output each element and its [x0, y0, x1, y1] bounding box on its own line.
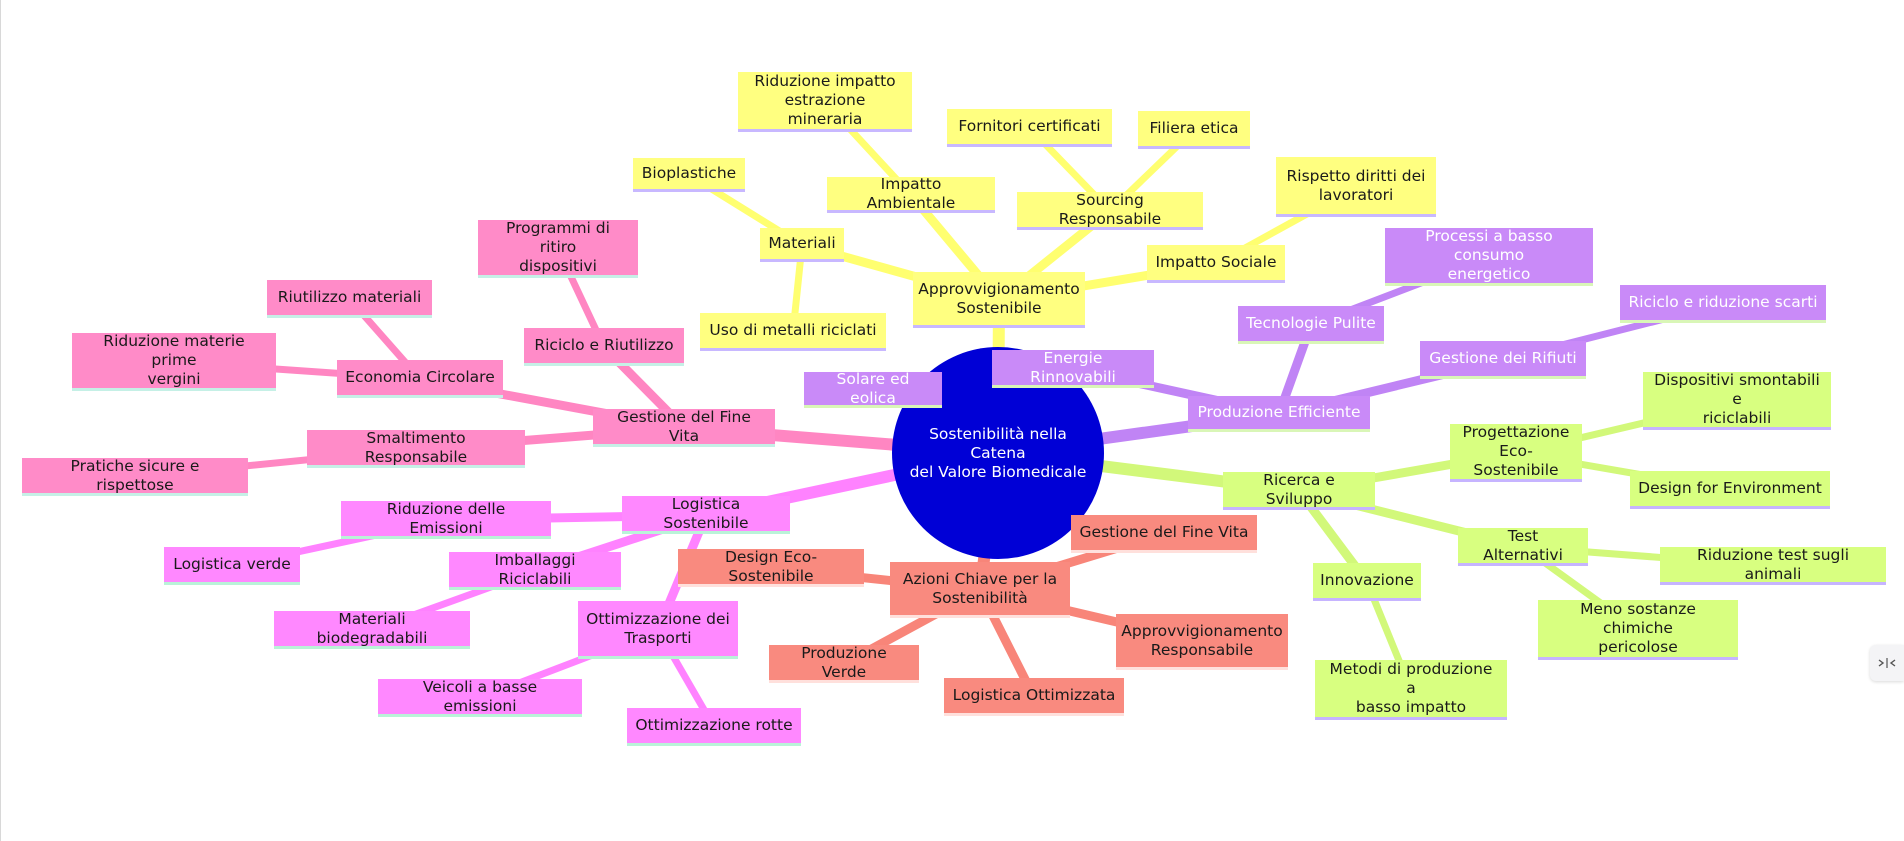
node-test-animali[interactable]: Riduzione test sugli animali	[1660, 546, 1886, 585]
node-riutilizzo-mat[interactable]: Riutilizzo materiali	[267, 280, 432, 318]
node-diritti[interactable]: Rispetto diritti dei lavoratori	[1276, 157, 1436, 217]
node-az-approvvigionamento[interactable]: Approvvigionamento Responsabile	[1116, 614, 1288, 670]
node-filiera[interactable]: Filiera etica	[1138, 111, 1250, 149]
node-ricerca[interactable]: Ricerca e Sviluppo	[1223, 471, 1375, 510]
node-processi[interactable]: Processi a basso consumo energetico	[1385, 227, 1593, 286]
node-metodi[interactable]: Metodi di produzione a basso impatto	[1315, 660, 1507, 720]
node-approvvigionamento[interactable]: Approvvigionamento Sostenibile	[913, 272, 1085, 328]
panel-border	[0, 0, 1, 841]
node-emissioni[interactable]: Riduzione delle Emissioni	[341, 500, 551, 539]
node-progettazione[interactable]: Progettazione Eco-Sostenibile	[1450, 423, 1582, 482]
node-az-logistica[interactable]: Logistica Ottimizzata	[944, 678, 1124, 716]
node-smaltimento[interactable]: Smaltimento Responsabile	[307, 429, 525, 468]
node-sostanze[interactable]: Meno sostanze chimiche pericolose	[1538, 600, 1738, 660]
node-azioni[interactable]: Azioni Chiave per la Sostenibilità	[890, 562, 1070, 618]
node-design-env[interactable]: Design for Environment	[1630, 471, 1830, 509]
node-impatto-sociale[interactable]: Impatto Sociale	[1147, 245, 1285, 283]
node-trasporti[interactable]: Ottimizzazione dei Trasporti	[578, 601, 738, 659]
node-fornitori[interactable]: Fornitori certificati	[947, 109, 1112, 147]
node-innovazione[interactable]: Innovazione	[1313, 563, 1421, 601]
node-energie[interactable]: Energie Rinnovabili	[992, 349, 1154, 388]
node-bioplastiche[interactable]: Bioplastiche	[633, 158, 745, 192]
node-test[interactable]: Test Alternativi	[1458, 527, 1588, 566]
node-pratiche[interactable]: Pratiche sicure e rispettose	[22, 457, 248, 496]
node-materie-prime[interactable]: Riduzione materie prime vergini	[72, 332, 276, 391]
node-economia[interactable]: Economia Circolare	[337, 360, 503, 398]
node-imballaggi[interactable]: Imballaggi Riciclabili	[449, 551, 621, 590]
collapse-toggle-button[interactable]	[1870, 645, 1904, 681]
node-metalli[interactable]: Uso di metalli riciclati	[700, 313, 886, 351]
node-produzione[interactable]: Produzione Efficiente	[1188, 396, 1370, 432]
node-materiali[interactable]: Materiali	[760, 228, 844, 262]
node-fine-vita[interactable]: Gestione del Fine Vita	[593, 408, 775, 447]
node-impatto-ambientale[interactable]: Impatto Ambientale	[827, 175, 995, 213]
node-log-verde[interactable]: Logistica verde	[164, 547, 300, 585]
node-riduzione-estrazione[interactable]: Riduzione impatto estrazione mineraria	[738, 72, 912, 132]
node-rifiuti[interactable]: Gestione dei Rifiuti	[1420, 341, 1586, 379]
node-biodegradabili[interactable]: Materiali biodegradabili	[274, 610, 470, 649]
node-riciclo-riutilizzo[interactable]: Riciclo e Riutilizzo	[524, 328, 684, 366]
node-az-design[interactable]: Design Eco-Sostenibile	[678, 548, 864, 587]
node-riciclo-scarti[interactable]: Riciclo e riduzione scarti	[1620, 285, 1826, 323]
collapse-icon	[1878, 658, 1896, 668]
node-rotte[interactable]: Ottimizzazione rotte	[627, 708, 801, 746]
node-smontabili[interactable]: Dispositivi smontabili e riciclabili	[1643, 371, 1831, 430]
node-ritiro[interactable]: Programmi di ritiro dispositivi	[478, 219, 638, 278]
node-veicoli[interactable]: Veicoli a basse emissioni	[378, 678, 582, 717]
node-tecnologie[interactable]: Tecnologie Pulite	[1238, 306, 1384, 344]
node-solare[interactable]: Solare ed eolica	[804, 370, 942, 408]
node-logistica[interactable]: Logistica Sostenibile	[622, 495, 790, 534]
node-az-produzione[interactable]: Produzione Verde	[769, 644, 919, 683]
node-sourcing[interactable]: Sourcing Responsabile	[1017, 191, 1203, 230]
node-az-fine-vita[interactable]: Gestione del Fine Vita	[1071, 515, 1257, 553]
